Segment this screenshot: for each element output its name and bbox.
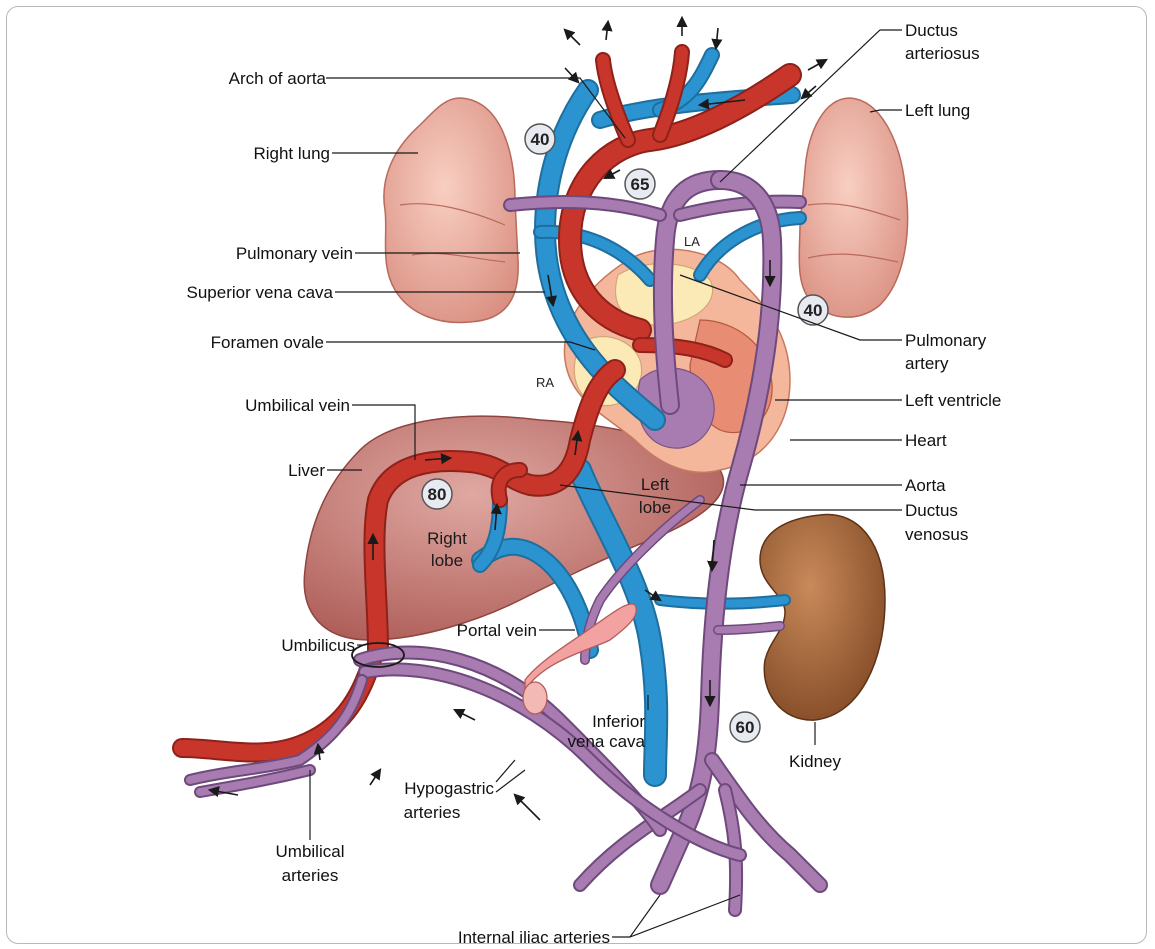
kidney [760, 515, 885, 721]
label-pulmonary-vein: Pulmonary vein [236, 244, 353, 263]
badge-svc-saturation: 40 [525, 124, 555, 154]
label-left-ventricle: Left ventricle [905, 391, 1001, 410]
label-inferior-vena-cava-line2: vena cava [568, 732, 646, 751]
label-internal-iliac-arteries: Internal iliac arteries [458, 928, 610, 947]
badge-pa-saturation: 40 [798, 295, 828, 325]
badge-pa-saturation-value: 40 [804, 301, 823, 320]
badge-svc-saturation-value: 40 [531, 130, 550, 149]
badge-descending-aorta-saturation: 60 [730, 712, 760, 742]
badge-arch-saturation: 65 [625, 169, 655, 199]
label-umbilicus: Umbilicus [281, 636, 355, 655]
badge-arch-saturation-value: 65 [631, 175, 650, 194]
label-left-lobe-line1: Left [641, 475, 670, 494]
right-lung [384, 98, 518, 323]
label-aorta: Aorta [905, 476, 946, 495]
label-foramen-ovale: Foramen ovale [211, 333, 324, 352]
label-hypogastric-arteries-line2: arteries [404, 803, 461, 822]
label-portal-vein: Portal vein [457, 621, 537, 640]
label-pulmonary-artery-line1: Pulmonary [905, 331, 987, 350]
label-arch-of-aorta: Arch of aorta [229, 69, 327, 88]
label-ductus-arteriosus-line1: Ductus [905, 21, 958, 40]
label-right-lung: Right lung [253, 144, 330, 163]
label-kidney: Kidney [789, 752, 841, 771]
badge-descending-aorta-saturation-value: 60 [736, 718, 755, 737]
label-heart: Heart [905, 431, 947, 450]
label-left-lung: Left lung [905, 101, 970, 120]
badge-umbilical-vein-saturation-value: 80 [428, 485, 447, 504]
label-umbilical-arteries-line2: arteries [282, 866, 339, 885]
label-right-lobe-line2: lobe [431, 551, 463, 570]
label-inferior-vena-cava-line1: Inferior [592, 712, 645, 731]
label-umbilical-arteries-line1: Umbilical [276, 842, 345, 861]
label-umbilical-vein: Umbilical vein [245, 396, 350, 415]
badge-umbilical-vein-saturation: 80 [422, 479, 452, 509]
label-ra: RA [536, 375, 554, 390]
label-la: LA [684, 234, 700, 249]
umbilical-cord [182, 660, 372, 753]
label-hypogastric-arteries-line1: Hypogastric [404, 779, 494, 798]
label-liver: Liver [288, 461, 325, 480]
label-superior-vena-cava: Superior vena cava [187, 283, 334, 302]
left-lung [799, 98, 907, 317]
label-ductus-venosus-line1: Ductus [905, 501, 958, 520]
label-pulmonary-artery-line2: artery [905, 354, 949, 373]
label-ductus-venosus-line2: venosus [905, 525, 968, 544]
label-left-lobe-line2: lobe [639, 498, 671, 517]
label-right-lobe-line1: Right [427, 529, 467, 548]
label-ductus-arteriosus-line2: arteriosus [905, 44, 980, 63]
